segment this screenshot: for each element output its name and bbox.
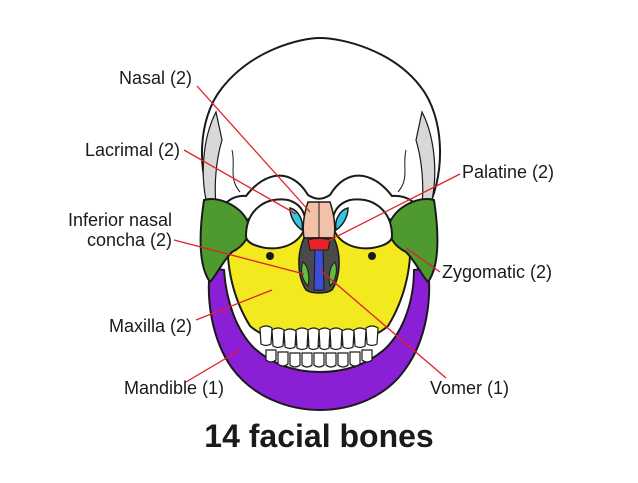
- leader-line-lacrimal: [183, 149, 297, 215]
- leader-line-nasal: [196, 85, 311, 213]
- leader-line-vomer: [319, 269, 447, 379]
- label-lacrimal: Lacrimal (2): [84, 140, 180, 160]
- temporal-shading-right: [415, 110, 436, 207]
- leader-line-maxilla: [195, 289, 273, 321]
- label-mandible: Mandible (1): [123, 378, 224, 398]
- infraorbital-foramen-right: [368, 252, 376, 260]
- palatine-bone: [307, 238, 331, 251]
- zygomatic-bone-left: [199, 198, 250, 284]
- leader-lines: [173, 85, 461, 383]
- label-zygomatic: Zygomatic (2): [442, 262, 553, 282]
- cranium-suture-left: [231, 149, 241, 193]
- label-inferior-nasal-line2: concha (2): [86, 230, 172, 250]
- label-palatine: Palatine (2): [462, 162, 555, 182]
- upper-teeth: [259, 325, 379, 351]
- label-inferior-nasal-line1: Inferior nasal: [67, 210, 172, 230]
- lacrimal-bone-left: [289, 207, 304, 232]
- lacrimal-bone-right: [334, 207, 349, 232]
- cranium-suture-right: [397, 149, 407, 193]
- temporal-shading-left: [202, 110, 223, 207]
- vomer-bone: [313, 247, 325, 291]
- label-vomer: Vomer (1): [430, 378, 510, 398]
- label-maxilla: Maxilla (2): [108, 316, 192, 336]
- leader-line-palatine: [321, 173, 461, 245]
- diagram-title: 14 facial bones: [204, 418, 434, 454]
- infraorbital-foramen-left: [266, 252, 274, 260]
- leader-line-zygomatic: [405, 247, 441, 273]
- leader-line-mandible: [185, 349, 241, 383]
- leader-line-inferior-nasal-concha: [173, 239, 305, 275]
- label-nasal: Nasal (2): [118, 68, 192, 88]
- lower-teeth: [265, 349, 373, 368]
- inferior-nasal-concha-left: [301, 261, 310, 288]
